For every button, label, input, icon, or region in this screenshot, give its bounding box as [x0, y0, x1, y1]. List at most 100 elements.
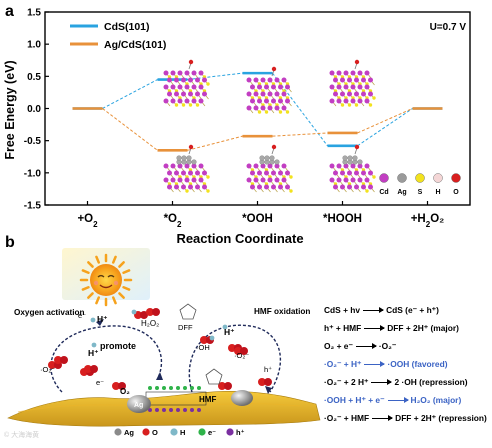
h-plus-label-left: H⁺ [88, 348, 99, 358]
connector-1-1 [187, 135, 243, 151]
connector-1-3 [357, 108, 413, 134]
sun-illustration [62, 248, 150, 307]
h2o2-label: H₂O₂ [141, 319, 159, 328]
hmf-oxidation-cycle [188, 324, 281, 394]
x-tick-label-2: *OOH [242, 213, 273, 225]
crystal-structures [163, 59, 376, 193]
legend-text: H [180, 428, 185, 437]
equation-left: ·O₂⁻ + 2 H⁺ [324, 377, 369, 387]
y-tick-label: -0.5 [24, 136, 42, 147]
h-plus-label-right: H⁺ [224, 327, 235, 337]
condition-label: U=0.7 V [430, 22, 467, 33]
promote-label: promote [100, 341, 136, 351]
equation-row: ·O₂⁻ + H⁺·OOH (favored) [324, 359, 448, 369]
atom-legend-dot [397, 173, 407, 183]
y-tick-label: 1.0 [27, 40, 41, 51]
atom-legend-dot [433, 173, 443, 183]
legend-label-agcds: Ag/CdS(101) [104, 39, 166, 51]
equation-left: O₂ + e⁻ [324, 341, 353, 351]
legend-text: e⁻ [208, 428, 216, 437]
arrow-icon [363, 307, 385, 314]
equation-left: ·O₂⁻ + HMF [324, 413, 370, 423]
equation-row: CdS + hv CdS (e⁻ + h⁺) [324, 305, 439, 315]
legend-dot [114, 428, 122, 436]
arrow-icon [372, 415, 394, 422]
equation-right: DFF + 2H⁺ (major) [387, 323, 459, 333]
x-tick-label-0: +O2 [77, 213, 98, 229]
o2-radical-label-right: ·O₂⁻ [234, 351, 249, 360]
legend-dot [142, 428, 150, 436]
equation-right: 2 ·OH (repression) [394, 377, 468, 387]
crystal-structure [329, 59, 376, 107]
ag-label: Ag [134, 402, 143, 409]
atom-legend-label: Cd [379, 189, 388, 196]
connector-0-3 [357, 108, 413, 147]
panel-a-label: a [5, 3, 14, 20]
h-plus-label-top: H⁺ [97, 314, 108, 324]
equation-right: DFF + 2H⁺ (repression) [395, 413, 487, 423]
o2-label: O₂ [120, 387, 130, 396]
crystal-structure [163, 144, 210, 193]
equation-right: CdS (e⁻ + h⁺) [386, 305, 439, 315]
equation-row: ·O₂⁻ + 2 H⁺ 2 ·OH (repression) [324, 377, 468, 387]
equation-row: h⁺ + HMF DFF + 2H⁺ (major) [324, 323, 459, 333]
energy-chart: -1.5-1.0-0.50.00.51.01.5+O2*O2*OOH*HOOH+… [24, 8, 471, 229]
ag-nanoparticle-left [127, 395, 151, 413]
legend-dot [198, 428, 206, 436]
equation-left: CdS + hv [324, 305, 361, 315]
oxygen-activation-label: Oxygen activation [14, 308, 85, 317]
equation-left: ·OOH + H⁺ + e⁻ [324, 395, 385, 405]
x-tick-label-4: +H2O₂ [411, 213, 445, 229]
ag-nanoparticle-right [231, 390, 253, 406]
watermark: © 大海海黄 [4, 430, 39, 439]
oh-radical-label: ·OH [196, 343, 210, 352]
sun-icon [90, 264, 122, 296]
crystal-structure [329, 144, 376, 193]
o2-radical-label-left: ·O₂⁻ [40, 365, 55, 374]
atom-legend-dot [451, 173, 461, 183]
atom-legend-label: O [453, 189, 459, 196]
atom-legend-label: Ag [397, 189, 406, 196]
equation-row: O₂ + e⁻ ·O₂⁻ [324, 341, 396, 351]
atom-legend-dot [415, 173, 425, 183]
oxygen-activation-cycle [50, 319, 163, 393]
series-legend: CdS(101) Ag/CdS(101) [70, 21, 166, 51]
arrow-icon [387, 397, 409, 404]
equation-row: ·O₂⁻ + HMF DFF + 2H⁺ (repression) [324, 413, 487, 423]
panel-b-label: b [5, 234, 15, 251]
crystal-structure [246, 144, 293, 193]
y-tick-label: -1.0 [24, 168, 42, 179]
y-axis-label: Free Energy (eV) [3, 60, 17, 159]
atom-legend: Cd Ag S H O [379, 173, 461, 196]
y-tick-label: -1.5 [24, 201, 42, 212]
equation-left: ·O₂⁻ + H⁺ [324, 359, 362, 369]
h-hole-label: h⁺ [264, 365, 272, 374]
legend-label-cds: CdS(101) [104, 21, 150, 33]
crystal-structure [246, 66, 292, 114]
hmf-oxidation-label: HMF oxidation [254, 307, 310, 316]
connector-1-0 [102, 108, 158, 151]
legend-dot [226, 428, 234, 436]
y-tick-label: 0.0 [27, 104, 41, 115]
connector-1-2 [272, 132, 328, 137]
legend-text: h⁺ [236, 428, 245, 437]
y-tick-label: 1.5 [27, 8, 41, 19]
equation-row: ·OOH + H⁺ + e⁻ H₂O₂ (major) [324, 395, 461, 405]
atom-legend-label: H [435, 189, 440, 196]
e-minus-label-bottom: e⁻ [96, 378, 104, 387]
equation-left: h⁺ + HMF [324, 323, 362, 333]
atom-legend-dot [379, 173, 389, 183]
legend-text: O [152, 428, 158, 437]
arrow-icon [364, 361, 386, 368]
atom-legend-label: S [418, 189, 423, 196]
equation-right: ·O₂⁻ [378, 341, 397, 351]
y-tick-label: 0.5 [27, 72, 41, 83]
e-minus-label-top: e⁻ [78, 311, 86, 320]
arrow-icon [364, 325, 386, 332]
hmf-label: HMF [199, 395, 216, 404]
equation-right: H₂O₂ (major) [410, 395, 462, 405]
arrow-icon [371, 379, 393, 386]
